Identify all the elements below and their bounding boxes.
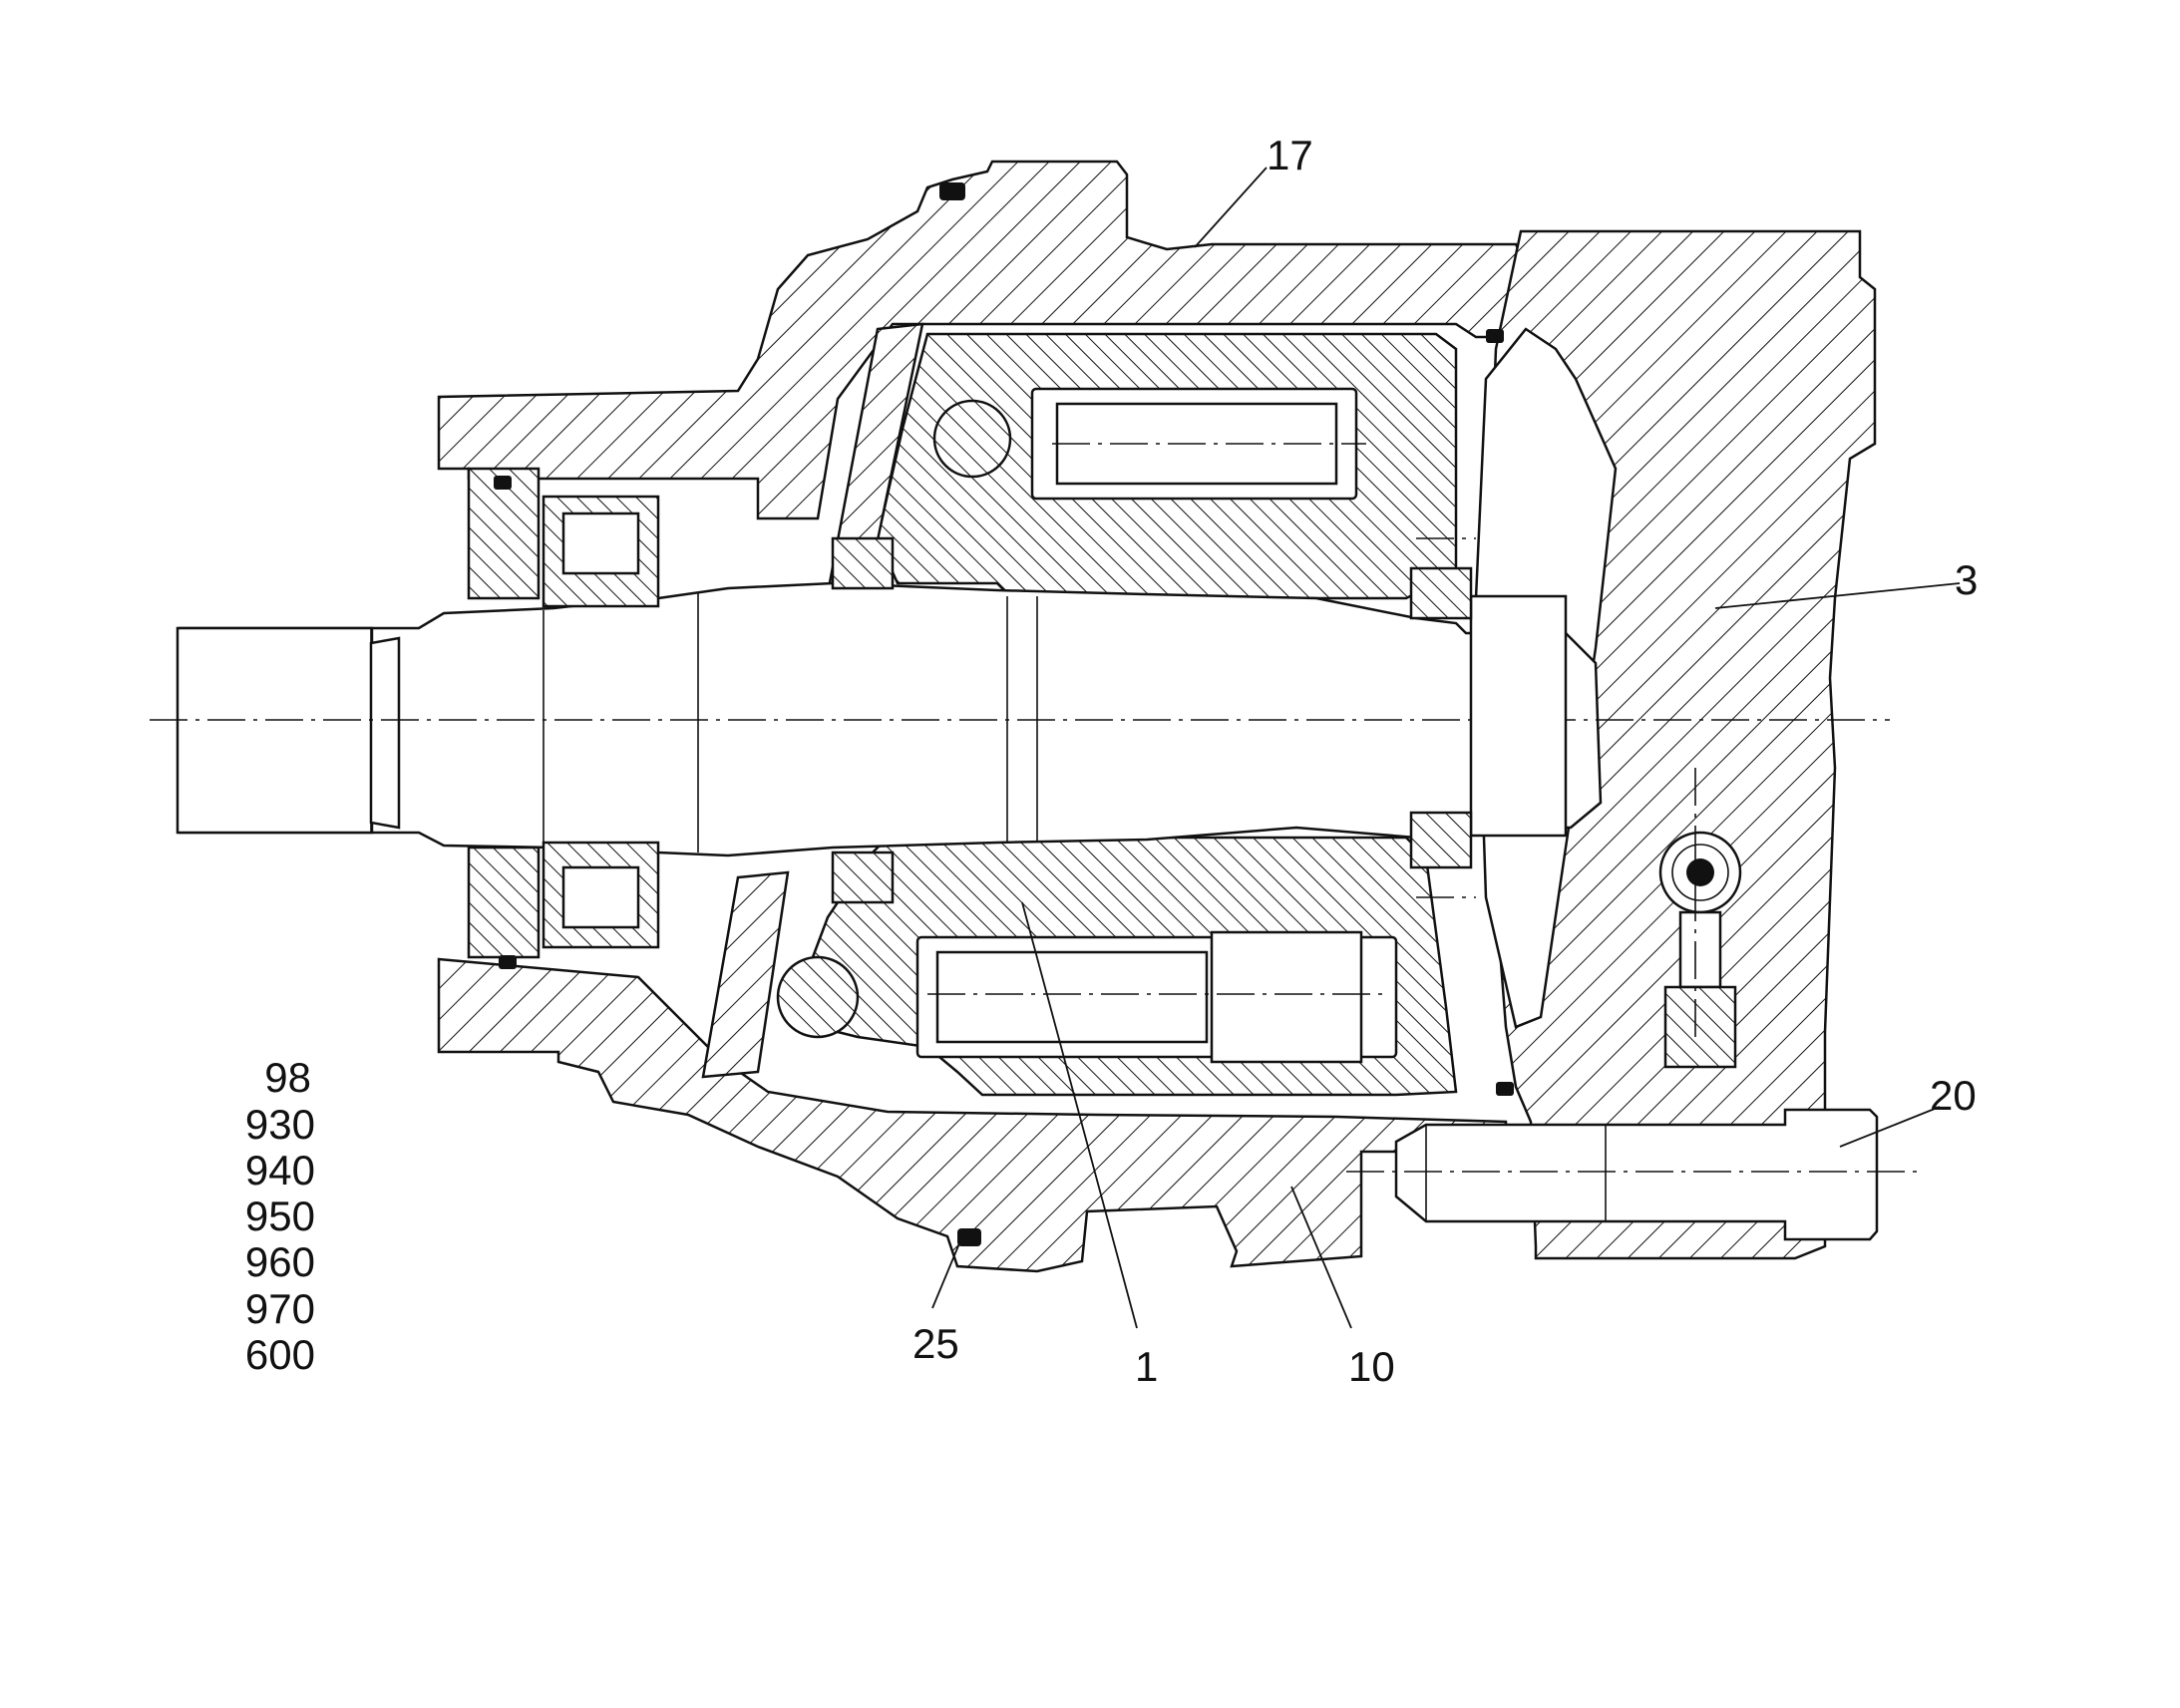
part-number: 940 — [245, 1147, 315, 1194]
check-valve — [1658, 768, 1742, 1069]
callout-17: 17 — [1267, 132, 1313, 178]
callout-10: 10 — [1348, 1343, 1395, 1390]
front-bearing — [467, 467, 660, 959]
callouts: 17 3 20 25 1 10 — [912, 132, 1978, 1390]
part-number: 950 — [245, 1193, 315, 1239]
callout-25: 25 — [912, 1320, 959, 1367]
drive-shaft — [150, 581, 1890, 857]
part-number-list: 98 930 940 950 960 970 600 — [245, 1054, 315, 1378]
callout-20: 20 — [1930, 1072, 1977, 1119]
seals — [494, 182, 1514, 1246]
callout-1: 1 — [1135, 1343, 1158, 1390]
part-number: 930 — [245, 1101, 315, 1148]
part-number: 600 — [245, 1331, 315, 1378]
part-number: 960 — [245, 1238, 315, 1285]
pistons — [915, 387, 1398, 1064]
rear-bearing — [1409, 537, 1568, 898]
leader-lines — [931, 167, 1961, 1329]
part-number: 970 — [245, 1285, 315, 1332]
part-number: 98 — [264, 1054, 311, 1101]
center-springs — [831, 536, 895, 904]
callout-3: 3 — [1955, 556, 1978, 603]
bolt — [1346, 1108, 1920, 1241]
housing — [437, 160, 1523, 1273]
piston-balls — [776, 399, 1012, 1039]
